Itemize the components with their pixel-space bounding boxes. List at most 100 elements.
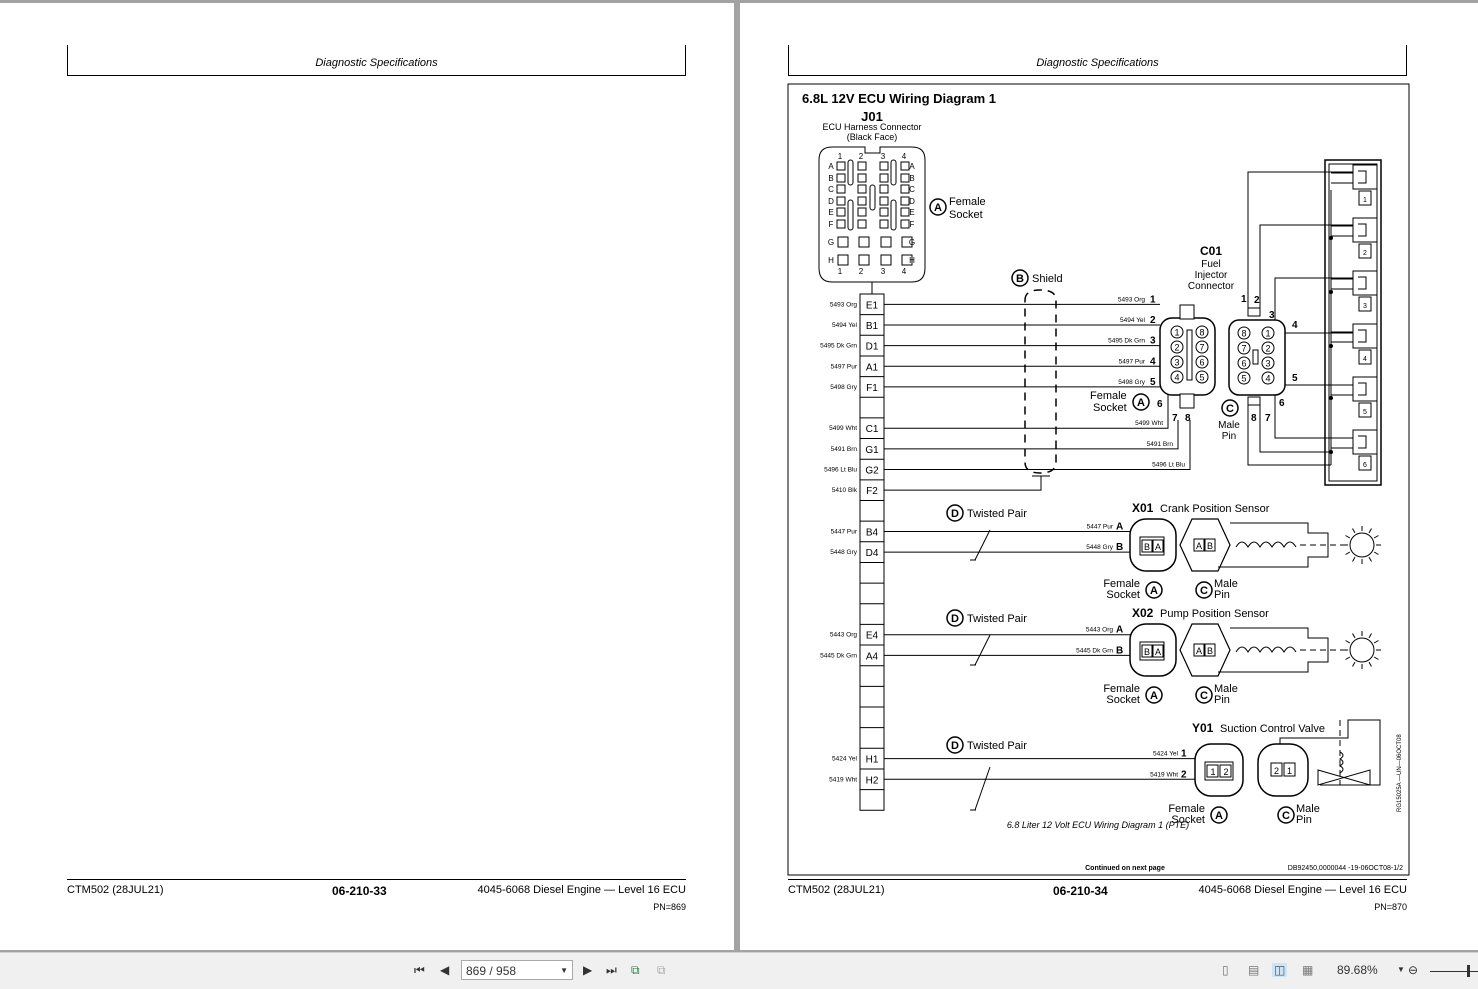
harness-pin-C1: C1: [866, 424, 879, 435]
previous-view-icon[interactable]: ⧉: [631, 963, 640, 977]
j01-pin-cavity: [836, 161, 846, 171]
j01-pin-cavity: [836, 184, 846, 194]
injector-1: [1352, 164, 1378, 190]
doc-id: DB92450,0000044 -19-06OCT08-1/2: [1288, 865, 1403, 872]
shield-drain-wire: [884, 476, 1042, 491]
last-page-icon[interactable]: ⏭: [606, 963, 617, 977]
callout-c: C: [1282, 810, 1290, 822]
c01-female-latch: [1179, 393, 1195, 409]
single-page-icon[interactable]: ▯: [1222, 963, 1229, 977]
sensor-coil-icon: [1235, 541, 1297, 548]
c01-female-pin-number: 8: [1199, 328, 1204, 338]
wire-dest-pin: 1: [1150, 294, 1156, 305]
injector-feed-wire: [1274, 277, 1353, 320]
wire-5499 Wht: [884, 395, 1169, 429]
c01-male-pin-callout: 8: [1251, 413, 1257, 424]
continuous-facing-icon[interactable]: ▦: [1302, 963, 1314, 977]
harness-pin-H2: H2: [866, 775, 879, 786]
facing-pages-icon[interactable]: ◫: [1272, 963, 1288, 977]
next-page-icon[interactable]: ▶: [583, 963, 593, 977]
callout-a-circle: [1132, 393, 1150, 411]
page-number-input[interactable]: 869 / 958 ▼: [461, 960, 573, 980]
timing-wheel-tooth: [1345, 656, 1351, 660]
callout-socket-label: Socket: [1171, 814, 1205, 826]
page-number-value: 869 / 958: [466, 964, 517, 978]
c01-female-pin: [1195, 325, 1209, 339]
valve-body: [1279, 719, 1381, 786]
wire-label-right: 5445 Dk Grn: [1076, 647, 1113, 654]
zoom-level[interactable]: 89.68%: [1337, 963, 1378, 977]
sensor-pin-label: A: [1155, 647, 1161, 657]
next-view-icon[interactable]: ⧉: [657, 963, 666, 977]
wire-dest-pin: 7: [1172, 413, 1178, 424]
sensor-pin: [1193, 538, 1205, 552]
callout-male-label: Male: [1214, 683, 1238, 695]
injector-feed-wire: [1274, 395, 1353, 439]
continuous-page-icon[interactable]: ▤: [1248, 963, 1260, 977]
c01-male-pin: [1261, 371, 1275, 385]
callout-female-label: Female: [1103, 683, 1140, 695]
sensor-name: Suction Control Valve: [1220, 723, 1325, 735]
left-page: Diagnostic Specifications CTM502 (28JUL2…: [0, 3, 734, 950]
first-page-icon[interactable]: ⏮: [414, 963, 425, 977]
page-footer: CTM502 (28JUL21) 06-210-33 4045-6068 Die…: [67, 879, 686, 912]
previous-page-icon[interactable]: ◀: [440, 963, 450, 977]
wire-label-right: 5497 Pur: [1119, 358, 1146, 365]
j01-row-label: H: [828, 256, 834, 265]
zoom-out-icon[interactable]: ⊖: [1408, 963, 1419, 977]
sensor-pin: [1270, 762, 1283, 777]
j01-pin-cavity: [837, 236, 849, 248]
callout-female-label: Female: [1168, 803, 1205, 815]
wire-dest-pin: A: [1116, 521, 1123, 532]
j01-key-slot: [890, 199, 897, 231]
callout-c-circle: [1277, 806, 1295, 824]
j01-pin-cavity: [900, 219, 910, 229]
chevron-down-icon[interactable]: ▼: [560, 966, 568, 975]
footer-title: 4045-6068 Diesel Engine — Level 16 ECU: [1198, 884, 1407, 896]
sensor-body: [1218, 522, 1329, 568]
twisted-pair-icon: [970, 529, 991, 561]
wire-label-left: 5447 Pur: [831, 528, 858, 535]
c01-female-pin: [1195, 370, 1209, 384]
timing-wheel-tooth: [1373, 535, 1379, 539]
callout-c: C: [1200, 690, 1208, 702]
callout-a: A: [1150, 690, 1158, 702]
callout-male-label: Male: [1214, 578, 1238, 590]
wire-label-right: 5424 Yel: [1153, 751, 1179, 758]
zoom-slider[interactable]: [1430, 971, 1478, 972]
sensor-name: Crank Position Sensor: [1160, 503, 1270, 515]
callout-a: A: [1215, 810, 1223, 822]
wire-label-left: 5497 Pur: [831, 363, 858, 370]
j01-pin-cavity: [857, 184, 867, 194]
zoom-slider-handle[interactable]: [1467, 965, 1470, 977]
harness-pin-F1: F1: [866, 383, 878, 394]
diagram-frame: [787, 83, 1410, 876]
sensor-pin-cavity: [1152, 539, 1164, 553]
timing-wheel-tooth: [1345, 551, 1351, 555]
c01-female-pin-number: 4: [1174, 373, 1179, 383]
wire-dest-pin: 2: [1150, 315, 1156, 326]
j01-row-label: E: [828, 208, 833, 217]
j01-col-label: 3: [881, 267, 886, 276]
zoom-dropdown-icon[interactable]: ▼: [1397, 965, 1405, 974]
wire-5491 Brn: [884, 420, 1179, 450]
c01-male-pin-number: 1: [1265, 329, 1270, 339]
wire-label-left: 5410 Blk: [832, 487, 858, 494]
timing-wheel-tooth: [1373, 656, 1379, 660]
callout-female-label: Female: [1090, 390, 1127, 402]
c01-male-pin-number: 2: [1265, 344, 1270, 354]
c01-name: Fuel: [1201, 259, 1220, 270]
harness-pin-G2: G2: [865, 466, 879, 477]
j01-connector-outline: [818, 146, 926, 283]
j01-key-slot: [869, 184, 876, 211]
j01-row-label: F: [910, 220, 915, 229]
injector-2: [1352, 217, 1378, 243]
c01-id: C01: [1200, 244, 1222, 258]
harness-pin-H1: H1: [866, 755, 879, 766]
injector-5: [1352, 376, 1378, 402]
j01-row-label: A: [828, 162, 834, 171]
j01-pin-cavity: [836, 219, 846, 229]
timing-wheel-tooth: [1368, 528, 1372, 534]
callout-a-circle: [1145, 581, 1163, 599]
c01-female-pin-number: 2: [1174, 343, 1179, 353]
